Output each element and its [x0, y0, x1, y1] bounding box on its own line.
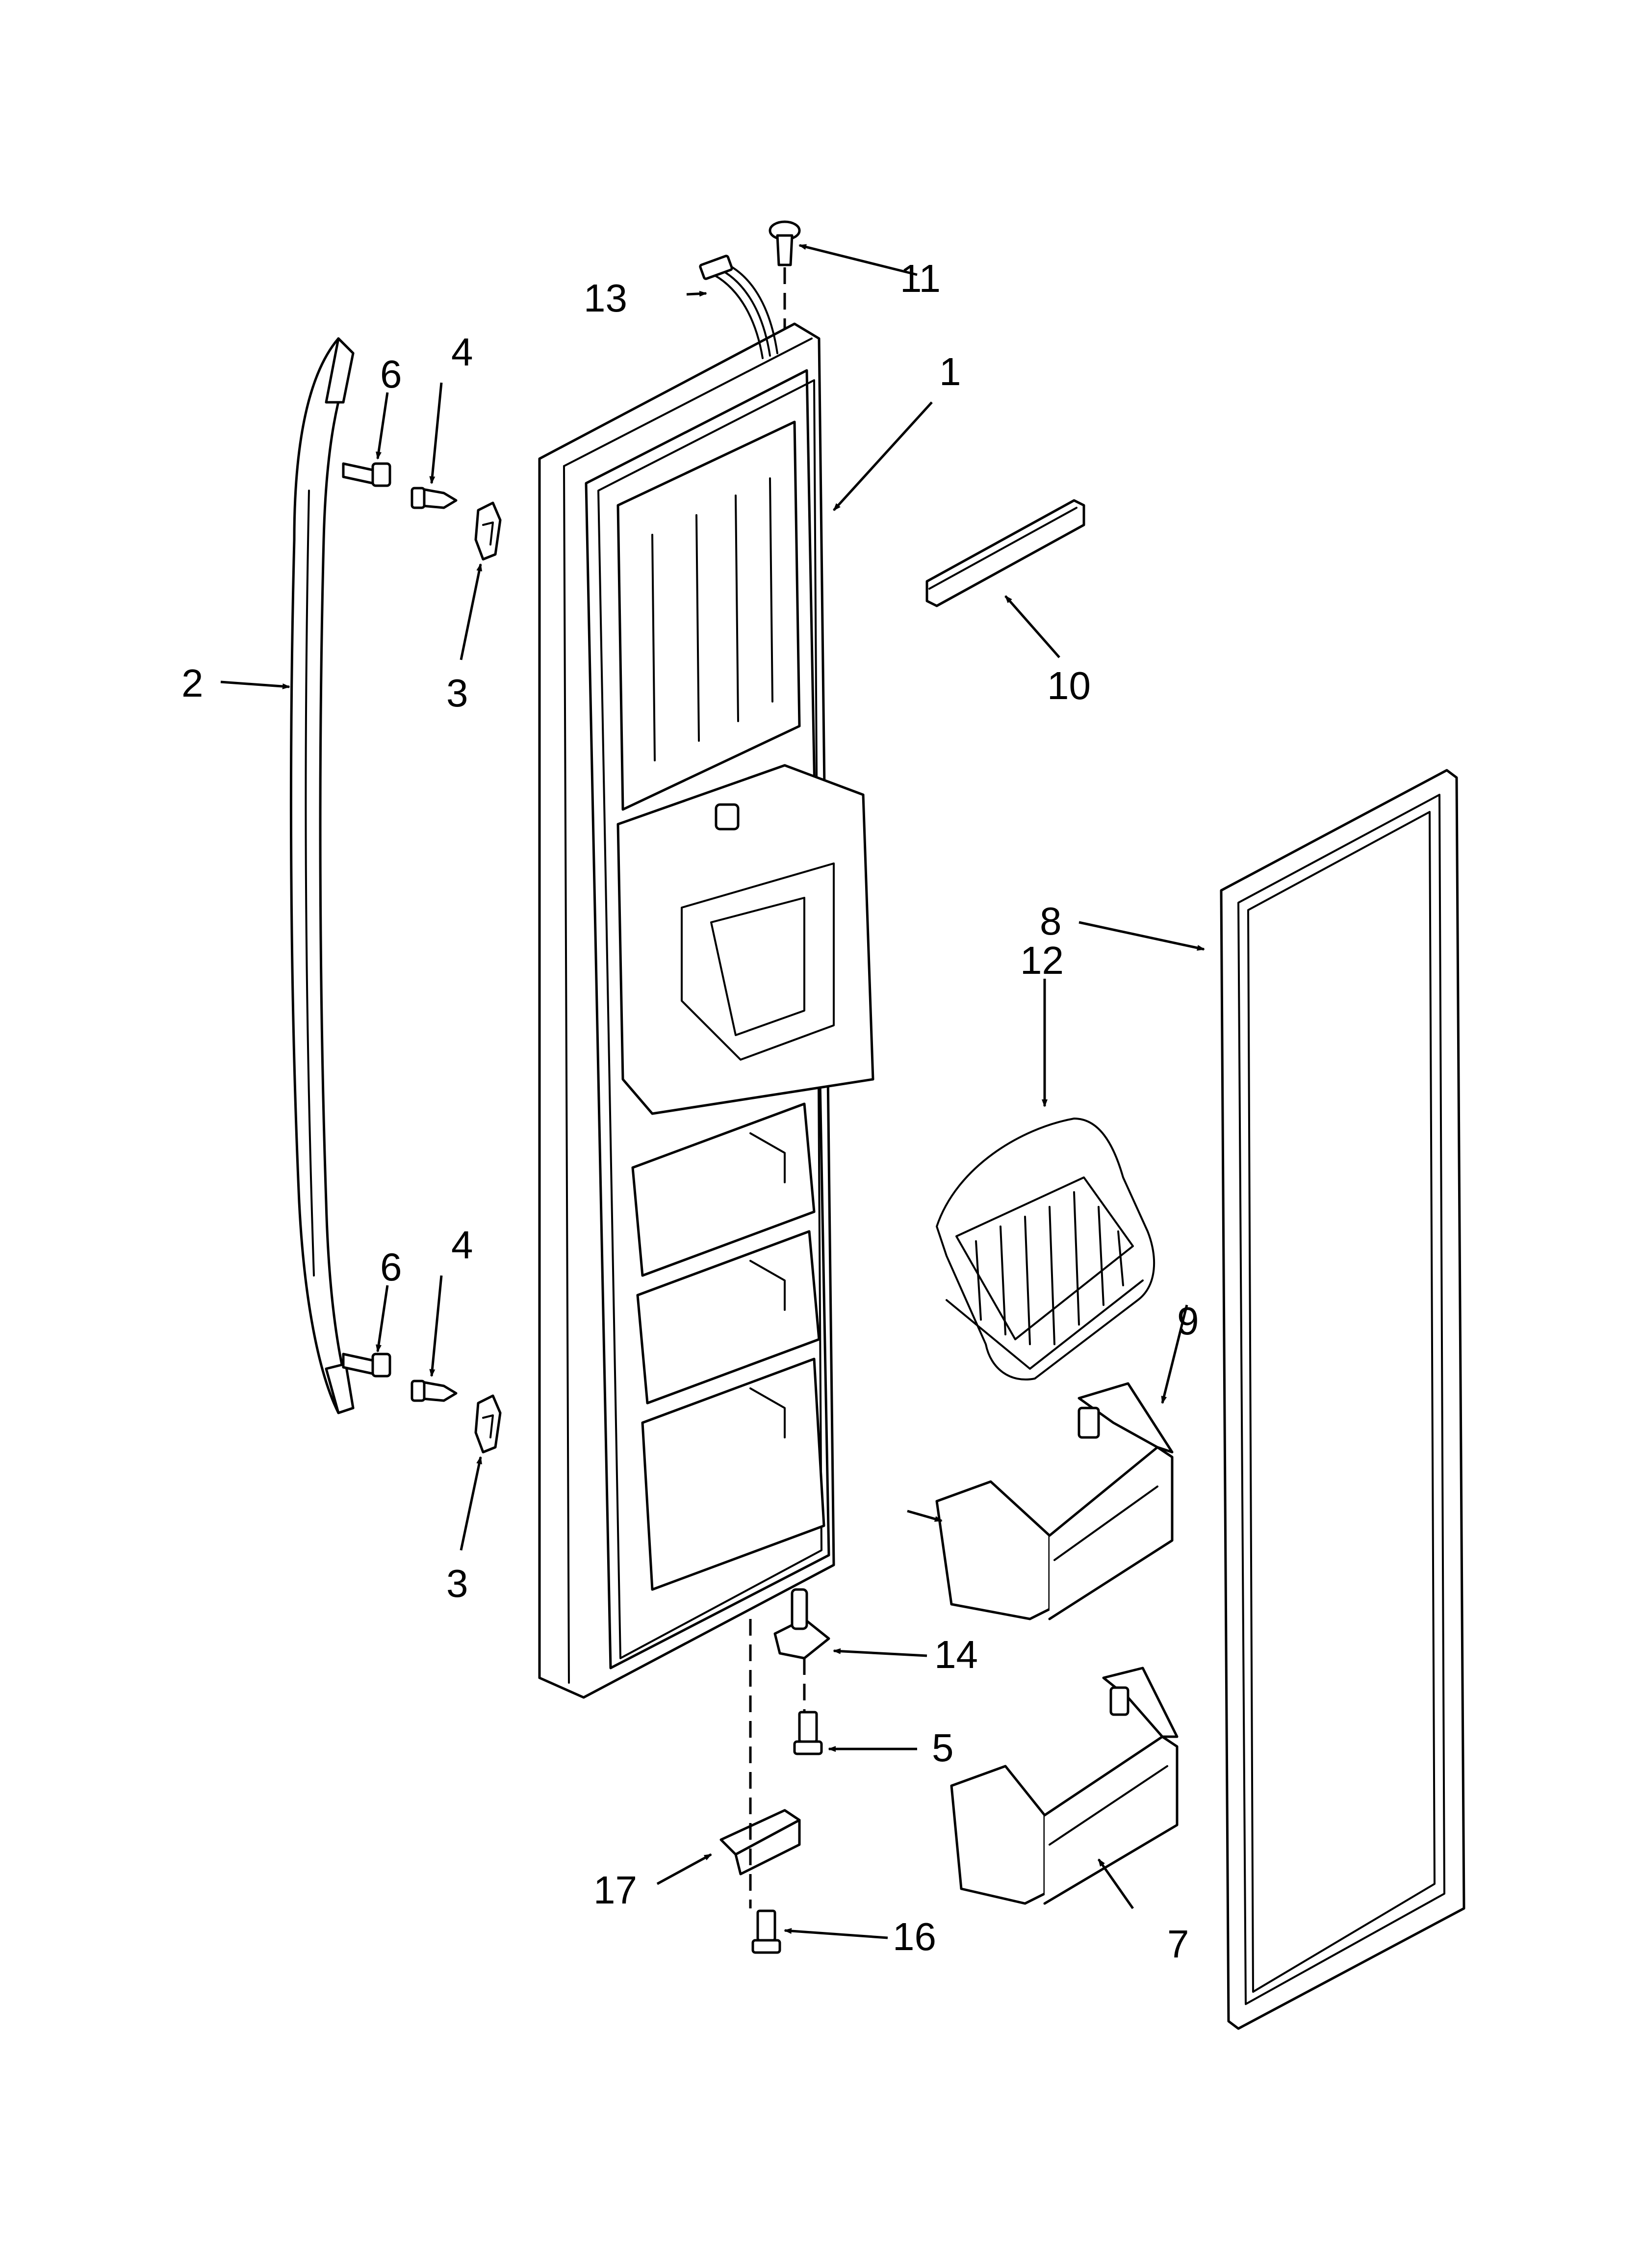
top-plug — [769, 220, 801, 266]
callout-12: 12 — [1020, 938, 1064, 982]
callout-labels: 1 2 3 3 4 4 5 6 6 7 8 9 10 11 12 13 14 1… — [181, 257, 1199, 1966]
callout-6-bottom: 6 — [380, 1245, 402, 1289]
handle-screw-bottom — [342, 1353, 391, 1378]
callout-6-top: 6 — [380, 352, 402, 396]
callout-4-bottom: 4 — [451, 1223, 473, 1267]
callout-7: 7 — [1167, 1922, 1189, 1966]
stud-screw-bottom — [410, 1380, 458, 1402]
callout-5: 5 — [932, 1726, 954, 1770]
leader-lines — [220, 244, 1205, 1939]
freezer-door-assembly — [538, 322, 874, 1699]
hinge-pin — [773, 1588, 830, 1660]
callout-13: 13 — [584, 276, 627, 320]
callout-17: 17 — [593, 1868, 637, 1912]
callout-3-bottom: 3 — [446, 1562, 468, 1605]
callout-10: 10 — [1047, 664, 1091, 707]
hinge-plate — [719, 1809, 801, 1876]
door-handle — [289, 337, 355, 1414]
stud-screw-top — [410, 487, 458, 509]
callout-8: 8 — [1040, 899, 1062, 943]
callout-11: 11 — [900, 257, 941, 300]
callout-2: 2 — [181, 661, 204, 705]
trim-strip — [925, 499, 1085, 607]
callout-4-top: 4 — [451, 330, 473, 374]
wire-basket — [936, 1118, 1155, 1381]
handle-clip-top — [474, 501, 502, 561]
door-gasket — [1220, 769, 1465, 2030]
callout-3-top: 3 — [446, 671, 468, 715]
callout-14: 14 — [934, 1633, 978, 1676]
lower-door-bin — [950, 1667, 1179, 1905]
callout-16: 16 — [893, 1915, 936, 1958]
upper-door-bin — [935, 1382, 1174, 1620]
callout-1: 1 — [939, 350, 961, 393]
handle-clip-bottom — [474, 1394, 502, 1454]
wire-harness — [699, 255, 778, 359]
hinge-pin-screw — [793, 1711, 823, 1755]
hinge-plate-screw — [751, 1909, 781, 1954]
handle-screw-top — [342, 462, 391, 487]
callout-9: 9 — [1177, 1299, 1199, 1343]
